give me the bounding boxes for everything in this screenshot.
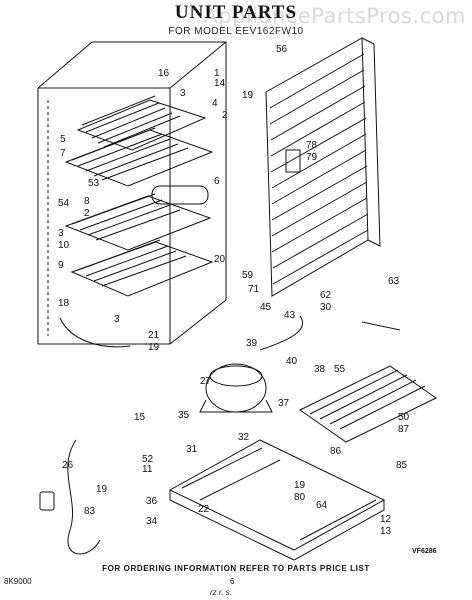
callout: 52 bbox=[142, 454, 154, 465]
callout: 36 bbox=[146, 496, 158, 507]
callout: 79 bbox=[306, 152, 318, 163]
callout: 3 bbox=[58, 228, 64, 239]
callout: 40 bbox=[286, 356, 298, 367]
callout: 12 bbox=[380, 514, 392, 525]
callout: 37 bbox=[278, 398, 290, 409]
cabinet-outline bbox=[37, 41, 227, 345]
handwritten-mark: rz r. s. bbox=[210, 588, 232, 597]
callout: 86 bbox=[330, 446, 342, 457]
callout: 50 bbox=[398, 412, 410, 423]
callout: 14 bbox=[214, 78, 226, 89]
callout: 6 bbox=[214, 176, 220, 187]
callout: 2 bbox=[84, 208, 90, 219]
callout: 55 bbox=[334, 364, 346, 375]
callout: 62 bbox=[320, 290, 332, 301]
condenser-coil bbox=[265, 37, 381, 297]
callout: 26 bbox=[62, 460, 74, 471]
callout: 30 bbox=[320, 302, 332, 313]
callout: 54 bbox=[58, 198, 70, 209]
callout: 2 bbox=[222, 110, 228, 121]
power-cord bbox=[39, 439, 101, 555]
callout: 43 bbox=[284, 310, 296, 321]
model-subtitle: FOR MODEL EEV162FW10 bbox=[168, 26, 304, 37]
tubing bbox=[59, 315, 401, 351]
watermark: AppliancePartsPros.com bbox=[203, 4, 466, 28]
callout: 7 bbox=[60, 148, 66, 159]
evaporator-shelves bbox=[64, 95, 214, 297]
callout: 27 bbox=[200, 376, 212, 387]
callout: 19 bbox=[96, 484, 108, 495]
callout: 59 bbox=[242, 270, 254, 281]
callout: 5 bbox=[60, 134, 66, 145]
page-number: 6 bbox=[230, 577, 235, 586]
callout: 56 bbox=[276, 44, 288, 55]
callout: 3 bbox=[180, 88, 186, 99]
callout: 19 bbox=[148, 342, 160, 353]
callout: 53 bbox=[88, 178, 100, 189]
callout: 22 bbox=[198, 504, 210, 515]
page-title: UNIT PARTS bbox=[174, 2, 298, 23]
compressor bbox=[199, 363, 273, 413]
callout: 87 bbox=[398, 424, 410, 435]
callout: 20 bbox=[214, 254, 226, 265]
ordering-note: FOR ORDERING INFORMATION REFER TO PARTS … bbox=[102, 564, 370, 573]
base-frame bbox=[168, 439, 386, 561]
callout: 39 bbox=[246, 338, 258, 349]
callout: 83 bbox=[84, 506, 96, 517]
callout: 35 bbox=[178, 410, 190, 421]
doc-code: 8K9000 bbox=[4, 577, 32, 586]
callout: 13 bbox=[380, 526, 392, 537]
callout: 63 bbox=[388, 276, 400, 287]
callout: 45 bbox=[260, 302, 272, 313]
callout: 85 bbox=[396, 460, 408, 471]
callout: 32 bbox=[238, 432, 250, 443]
callout: 21 bbox=[148, 330, 160, 341]
callout: 10 bbox=[58, 240, 70, 251]
callout: 18 bbox=[58, 298, 70, 309]
callout: 19 bbox=[242, 90, 254, 101]
callout: 34 bbox=[146, 516, 158, 527]
callout: 64 bbox=[316, 500, 328, 511]
callout-labels: 16 1 14 3 4 2 56 5 7 6 19 78 79 53 8 54 … bbox=[58, 44, 410, 537]
callout: 4 bbox=[212, 98, 218, 109]
callout: 8 bbox=[84, 196, 90, 207]
callout: 38 bbox=[314, 364, 326, 375]
callout: 9 bbox=[58, 260, 64, 271]
callout: 31 bbox=[186, 444, 198, 455]
callout: 16 bbox=[158, 68, 170, 79]
callout: 78 bbox=[306, 140, 318, 151]
callout: 1 bbox=[214, 68, 220, 79]
callout: 11 bbox=[142, 464, 153, 475]
callout: 80 bbox=[294, 492, 306, 503]
callout: 3 bbox=[114, 314, 120, 325]
drain-grid bbox=[299, 365, 437, 443]
callout: 71 bbox=[248, 284, 260, 295]
callout: 19 bbox=[294, 480, 306, 491]
sheet-code: VF6286 bbox=[412, 548, 437, 555]
callout: 15 bbox=[134, 412, 146, 423]
